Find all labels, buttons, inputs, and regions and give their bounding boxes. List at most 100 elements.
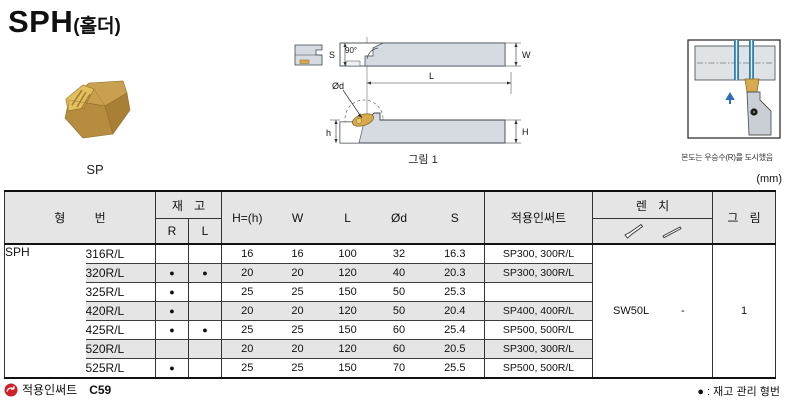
cell-w: 25 [272, 282, 323, 302]
cell-insert: SP300, 300R/L [484, 263, 594, 283]
cell-od: 50 [372, 282, 426, 302]
cell-w: 25 [272, 320, 323, 340]
cell-s: 20.4 [425, 301, 486, 321]
cell-stock-r: ● [155, 301, 190, 321]
cell-model: 525R/L [85, 358, 157, 378]
cell-figure: 1 [740, 305, 748, 317]
spec-table: 형 번 재 고 H=(h) W L Ød S 적용인써트 렌 치 그 림 R L [4, 190, 777, 379]
cell-l: 120 [322, 339, 373, 359]
cell-od: 40 [372, 263, 426, 283]
cell-od: 60 [372, 339, 426, 359]
cell-h: 20 [221, 263, 273, 283]
cell-h: 25 [221, 282, 273, 302]
cell-model: 316R/L [85, 244, 157, 264]
cell-l: 150 [322, 282, 373, 302]
cell-s: 25.4 [425, 320, 486, 340]
cell-insert: SP500, 500R/L [484, 358, 594, 378]
cell-w: 20 [272, 263, 323, 283]
cell-h: 20 [221, 339, 273, 359]
cell-s: 20.5 [425, 339, 486, 359]
cell-insert: SP500, 500R/L [484, 320, 594, 340]
straight-key-icon [661, 226, 682, 239]
cell-stock-l [188, 244, 223, 264]
stock-note: ● : 재고 관리 형번 [697, 386, 780, 398]
application-figure [687, 39, 781, 139]
header-wrench-icons [592, 218, 714, 245]
insert-photo-label: SP [86, 162, 104, 177]
holder-diagram: 90° S W L Ød [294, 37, 531, 144]
cell-stock-l: ● [188, 320, 223, 340]
cell-l: 100 [338, 248, 357, 260]
header-stock-l: L [188, 218, 223, 245]
cell-model: 420R/L [85, 301, 157, 321]
cell-w: 25 [272, 358, 323, 378]
cell-w: 20 [272, 339, 323, 359]
cell-stock-l [188, 358, 223, 378]
cutting-insert [744, 78, 760, 93]
l-dimension: L [367, 71, 512, 94]
cell-w: 16 [291, 248, 304, 260]
angle-label: 90° [345, 46, 357, 55]
header-wrench: 렌 치 [592, 191, 714, 219]
figure-caption: 그림 1 [408, 154, 438, 166]
cell-h: 20 [221, 301, 273, 321]
header-w: W [272, 191, 323, 245]
cell-stock-r [155, 244, 190, 264]
header-h: H=(h) [221, 191, 273, 245]
header-l: L [322, 191, 373, 245]
od-label: Ød [332, 81, 344, 91]
cell-h: 25 [221, 358, 273, 378]
header-figure: 그 림 [712, 191, 776, 245]
cell-stock-r: ● [155, 358, 190, 378]
cell-s: 16.3 [425, 244, 486, 264]
h-small-label: h [326, 128, 331, 138]
footer-left-value: C59 [89, 382, 112, 397]
h-big-label: H [522, 127, 529, 137]
header-insert: 적용인써트 [484, 191, 594, 245]
cell-stock-r: ● [155, 263, 190, 283]
cell-model: 425R/L [85, 320, 157, 340]
cell-l: 150 [322, 358, 373, 378]
cell-insert [484, 282, 594, 302]
w-dim-label: W [522, 50, 531, 60]
red-arrow-icon [4, 383, 18, 396]
cell-insert: SP300, 300R/L [484, 244, 594, 264]
l-dim-label: L [429, 71, 434, 81]
header-model: 형 번 [4, 191, 157, 245]
side-view: Ød h H [326, 81, 529, 144]
header-s: S [425, 191, 486, 245]
header-stock-r: R [155, 218, 190, 245]
top-view: 90° S W [329, 42, 531, 67]
cell-stock-r [155, 339, 190, 359]
cell-stock-l: ● [188, 263, 223, 283]
insert-photo [64, 80, 131, 139]
hex-key-icon [623, 223, 643, 239]
cell-model: 520R/L [85, 339, 157, 359]
cell-w: 20 [272, 301, 323, 321]
cell-stock-r: ● [155, 282, 190, 302]
application-caption: 본도는 우승수(R)를 도시했음 [681, 153, 773, 162]
header-od: Ød [372, 191, 426, 245]
series-label: SPH [5, 245, 30, 259]
cell-od: 50 [372, 301, 426, 321]
s-dim-label: S [329, 50, 335, 60]
cell-insert: SP400, 400R/L [484, 301, 594, 321]
cell-od: 60 [372, 320, 426, 340]
cell-model: 320R/L [85, 263, 157, 283]
footer-applied-inserts: 적용인써트 C59 [4, 381, 111, 398]
unit-label: (mm) [756, 173, 782, 185]
page-title-main: SPH [8, 4, 74, 39]
cell-h: 16 [241, 248, 254, 260]
header-stock: 재 고 [155, 191, 223, 219]
feed-arrow [725, 92, 735, 104]
cell-s: 25.3 [425, 282, 486, 302]
page-title-suffix: (홀더) [73, 16, 121, 37]
cell-model: 325R/L [85, 282, 157, 302]
cell-stock-r: ● [155, 320, 190, 340]
